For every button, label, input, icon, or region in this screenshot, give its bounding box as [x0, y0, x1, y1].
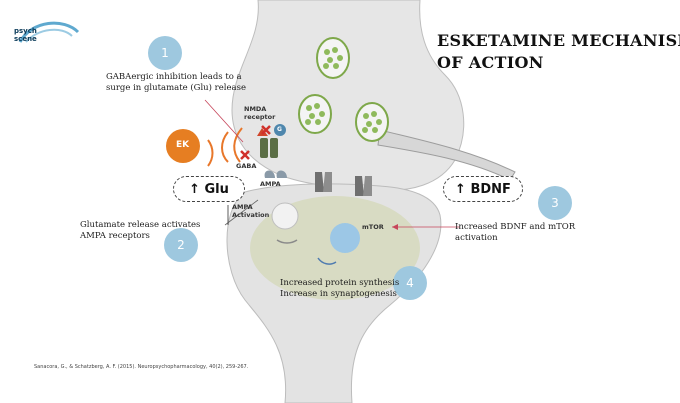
- title-line-2: OF ACTION: [437, 53, 544, 72]
- gaba-arc: [221, 131, 229, 163]
- step-4-line-2: Increase in synaptogenesis: [280, 289, 397, 299]
- step-4-line-1: Increased protein synthesis: [280, 278, 400, 288]
- vesicle: [355, 102, 389, 142]
- nmda-receptor: [257, 128, 278, 158]
- step2-pointer: [224, 199, 259, 226]
- title-line-1: ESKETAMINE MECHANISM: [437, 31, 680, 50]
- step-3-badge: 3: [538, 186, 572, 220]
- blocked-x-mark: [261, 125, 271, 135]
- g-label: G: [277, 126, 282, 133]
- gaba-arc: [233, 127, 243, 163]
- nmda-label-line-2: receptor: [244, 113, 276, 121]
- rna-strand: [317, 257, 337, 265]
- ek-molecule: [166, 129, 200, 163]
- blocked-x-mark: [240, 150, 250, 160]
- step3-arrowhead: [392, 224, 398, 230]
- citation: Sanacora, G., & Schatzberg, A. F. (2015)…: [34, 364, 249, 370]
- page-title: ESKETAMINE MECHANISM OF ACTION: [437, 30, 680, 74]
- nmda-label: NMDA receptor: [244, 105, 275, 121]
- nmda-label-line-1: NMDA: [244, 105, 267, 113]
- logo-swoosh-icon: [18, 21, 80, 43]
- step-2-line-1: Glutamate release activates: [80, 220, 201, 230]
- ampa-arc: [276, 239, 298, 244]
- step-1-line-2: surge in glutamate (Glu) release: [106, 83, 246, 93]
- ampa-activation-line-2: Activation: [232, 211, 270, 219]
- ampa-activation-label: AMPA Activation: [232, 203, 269, 219]
- step-2-badge: 2: [164, 228, 198, 262]
- receptor-channel: [315, 172, 332, 192]
- logo-word-1: psych: [14, 27, 37, 35]
- vesicle: [298, 94, 332, 134]
- step-3-text: Increased BDNF and mTOR activation: [455, 222, 575, 244]
- mtor-label: mTOR: [362, 223, 384, 231]
- mtor-complex: [330, 223, 360, 253]
- ek-label: EK: [176, 140, 190, 150]
- psychscene-logo: psych scene: [12, 18, 82, 52]
- presynaptic-neuron: [231, 0, 465, 191]
- ampa-label: AMPA: [260, 180, 281, 188]
- ampa-receptor: [264, 170, 287, 178]
- step-4-text: Increased protein synthesis Increase in …: [280, 278, 399, 300]
- bdnf-increase-box: ↑ BDNF: [443, 176, 523, 202]
- gaba-label: GABA: [236, 162, 257, 170]
- glu-increase-box: ↑ Glu: [173, 176, 245, 202]
- ampa-activation-line-1: AMPA: [232, 203, 253, 211]
- receptor-channel: [355, 176, 372, 196]
- g-protein: [274, 124, 286, 136]
- vesicle: [316, 37, 350, 79]
- step-1-badge: 1: [148, 36, 182, 70]
- ampa-vesicle: [271, 202, 299, 230]
- step-3-line-1: Increased BDNF and mTOR: [455, 222, 576, 232]
- step-1-text: GABAergic inhibition leads to a surge in…: [106, 72, 246, 94]
- step1-pointer: [204, 99, 244, 143]
- step-2-line-2: AMPA receptors: [80, 231, 150, 241]
- ek-arc: [207, 139, 214, 167]
- logo-word-2: scene: [14, 35, 37, 43]
- step-2-text: Glutamate release activates AMPA recepto…: [80, 220, 200, 242]
- step-3-line-2: activation: [455, 233, 498, 243]
- step-1-line-1: GABAergic inhibition leads to a: [106, 72, 242, 82]
- step-4-badge: 4: [393, 266, 427, 300]
